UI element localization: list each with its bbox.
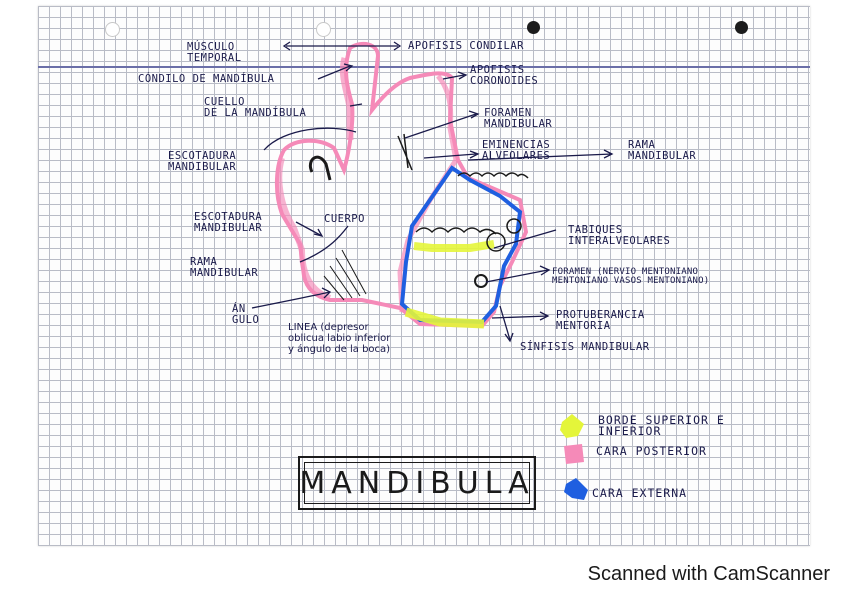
mental-foramen [475, 275, 487, 287]
scan-watermark: Scanned with CamScanner [588, 563, 830, 586]
legend-swatch-pink [564, 444, 584, 464]
label-foramen-mandibular: FORAMEN MANDIBULAR [484, 108, 552, 130]
title-box: MANDIBULA [298, 456, 536, 510]
label-cuello: CUELLO DE LA MANDÍBULA [204, 97, 306, 119]
legend-label-borde: BORDE SUPERIOR E INFERIOR [598, 415, 725, 437]
legend-label-externa: CARA EXTERNA [592, 488, 687, 499]
label-condilo: CÓNDILO DE MANDÍBULA [138, 74, 274, 85]
leader-arrows [252, 42, 612, 341]
ramus-front-highlight [400, 76, 456, 312]
label-apofisis-coronoides: APOFISIS CORONOIDES [470, 65, 538, 87]
teeth-row [416, 173, 528, 251]
label-protuberancia: PROTUBERANCIA MENTORIA [556, 310, 645, 332]
label-musculo-temporal: MÚSCULO TEMPORAL [187, 42, 242, 64]
ramus-posterior-highlight [279, 158, 330, 298]
label-rama-left: RAMA MANDIBULAR [190, 257, 258, 279]
page-title: MANDIBULA [304, 462, 530, 504]
label-escotadura-top: ESCOTADURA MANDIBULAR [168, 151, 236, 173]
notch-curl [310, 157, 330, 180]
label-sinfisis: SÍNFISIS MANDIBULAR [520, 342, 650, 353]
label-apofisis-condilar: APOFISIS CONDILAR [408, 41, 524, 52]
upper-border-highlight [414, 244, 494, 248]
label-escotadura-bottom: ESCOTADURA MANDIBULAR [194, 212, 262, 234]
mandibular-foramen-mark [398, 134, 412, 170]
label-rama-right: RAMA MANDIBULAR [628, 140, 696, 162]
legend-swatch-yellow [560, 414, 584, 438]
label-linea-oblicua: LINEA (depresor oblicua labio inferior y… [288, 322, 390, 355]
label-foramen-mentoniano: FORAMEN (NERVIO MENTONIANO MENTONIANO VA… [552, 268, 709, 286]
legend-swatch-blue [564, 478, 588, 500]
label-cuerpo: CUERPO [324, 214, 365, 225]
legend-swatches [560, 414, 588, 500]
legend-label-posterior: CARA POSTERIOR [596, 446, 707, 457]
label-tabiques: TABIQUES INTERALVEOLARES [568, 225, 670, 247]
label-eminencias-alveolares: EMINENCIAS ALVEOLARES [482, 140, 550, 162]
label-angulo: ÁN GULO [232, 304, 259, 326]
